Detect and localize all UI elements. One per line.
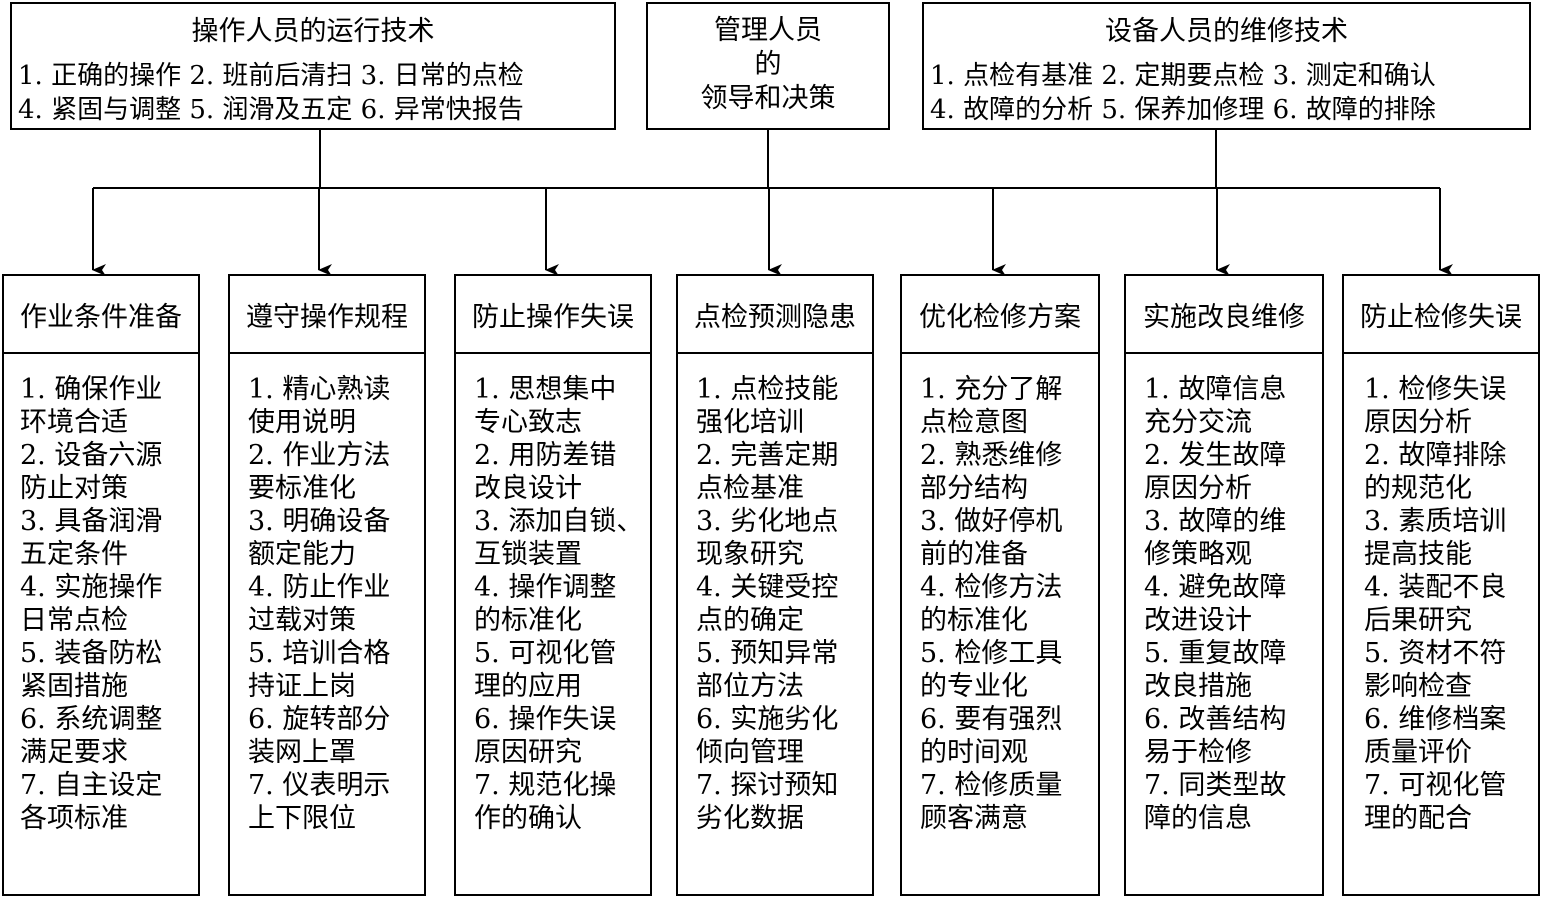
list-item: 3. 劣化地点 现象研究 [696,506,839,570]
list-item: 6. 系统调整 满足要求 [20,704,163,768]
list-item: 4. 避免故障 改进设计 [1144,572,1287,636]
list-item: 1. 故障信息 充分交流 [1144,374,1287,438]
column-inspection-hazards: 点检预测隐患 1. 点检技能 强化培训 2. 完善定期 点检基准 3. 劣化地点… [676,274,874,896]
list-item: 3. 具备润滑 五定条件 [20,506,163,570]
management-box: 管理人员 的 领导和决策 [646,2,890,130]
list-item: 5. 资材不符 影响检查 [1364,638,1507,702]
list-item: 6. 实施劣化 倾向管理 [696,704,839,768]
list-item: 2. 完善定期 点检基准 [696,440,839,504]
list-item: 4. 检修方法 的标准化 [920,572,1063,636]
column-header: 优化检修方案 [902,276,1098,354]
list-item: 3. 素质培训 提高技能 [1364,506,1507,570]
list-item: 1. 充分了解 点检意图 [920,374,1063,438]
operators-box: 操作人员的运行技术 1. 正确的操作 2. 班前后清扫 3. 日常的点检 4. … [10,2,616,130]
maintenance-title: 设备人员的维修技术 [1105,16,1348,47]
list-item: 4. 实施操作 日常点检 [20,572,163,636]
maintenance-line-2: 4. 故障的分析 5. 保养加修理 6. 故障的排除 [930,95,1436,125]
list-item: 2. 设备六源 防止对策 [20,440,163,504]
list-item: 4. 装配不良 后果研究 [1364,572,1507,636]
list-item: 2. 故障排除 的规范化 [1364,440,1507,504]
list-item: 6. 维修档案 质量评价 [1364,704,1507,768]
column-header: 实施改良维修 [1126,276,1322,354]
list-item: 2. 熟悉维修 部分结构 [920,440,1063,504]
list-item: 7. 自主设定 各项标准 [20,770,163,834]
list-item: 2. 用防差错 改良设计 [474,440,617,504]
list-item: 2. 发生故障 原因分析 [1144,440,1287,504]
management-line-1: 管理人员 [714,15,822,46]
column-header: 防止操作失误 [456,276,650,354]
column-header: 作业条件准备 [4,276,198,354]
list-item: 5. 装备防松 紧固措施 [20,638,163,702]
list-item: 1. 点检技能 强化培训 [696,374,839,438]
column-operating-rules: 遵守操作规程 1. 精心熟读 使用说明 2. 作业方法 要标准化 3. 明确设备… [228,274,426,896]
list-item: 5. 重复故障 改良措施 [1144,638,1287,702]
column-header: 点检预测隐患 [678,276,872,354]
list-item: 3. 做好停机 前的准备 [920,506,1063,570]
management-line-2: 的 [754,49,782,80]
column-prevent-operation-errors: 防止操作失误 1. 思想集中 专心致志 2. 用防差错 改良设计 3. 添加自锁… [454,274,652,896]
operators-line-2: 4. 紧固与调整 5. 润滑及五定 6. 异常快报告 [18,95,524,125]
list-item: 1. 确保作业 环境合适 [20,374,163,438]
column-optimize-overhaul: 优化检修方案 1. 充分了解 点检意图 2. 熟悉维修 部分结构 3. 做好停机… [900,274,1100,896]
list-item: 7. 检修质量 顾客满意 [920,770,1063,834]
list-item: 6. 旋转部分 装网上罩 [248,704,391,768]
list-item: 3. 明确设备 额定能力 [248,506,391,570]
operators-title: 操作人员的运行技术 [191,16,435,47]
column-header: 防止检修失误 [1344,276,1538,354]
list-item: 7. 同类型故 障的信息 [1144,770,1287,834]
maintenance-line-1: 1. 点检有基准 2. 定期要点检 3. 测定和确认 [930,61,1436,91]
list-item: 1. 检修失误 原因分析 [1364,374,1507,438]
management-line-3: 领导和决策 [700,83,836,114]
list-item: 1. 思想集中 专心致志 [474,374,617,438]
list-item: 6. 操作失误 原因研究 [474,704,617,768]
list-item: 5. 可视化管 理的应用 [474,638,617,702]
list-item: 4. 关键受控 点的确定 [696,572,839,636]
column-prevent-overhaul-errors: 防止检修失误 1. 检修失误 原因分析 2. 故障排除 的规范化 3. 素质培训… [1342,274,1540,896]
list-item: 7. 可视化管 理的配合 [1364,770,1507,834]
list-item: 4. 操作调整 的标准化 [474,572,617,636]
list-item: 5. 预知异常 部位方法 [696,638,839,702]
list-item: 7. 规范化操 作的确认 [474,770,617,834]
list-item: 7. 探讨预知 劣化数据 [696,770,839,834]
list-item: 7. 仪表明示 上下限位 [248,770,391,834]
list-item: 3. 故障的维 修策略观 [1144,506,1287,570]
column-work-conditions: 作业条件准备 1. 确保作业 环境合适 2. 设备六源 防止对策 3. 具备润滑… [2,274,200,896]
column-header: 遵守操作规程 [230,276,424,354]
list-item: 2. 作业方法 要标准化 [248,440,391,504]
list-item: 4. 防止作业 过载对策 [248,572,391,636]
list-item: 6. 改善结构 易于检修 [1144,704,1287,768]
maintenance-box: 设备人员的维修技术 1. 点检有基准 2. 定期要点检 3. 测定和确认 4. … [922,2,1531,130]
list-item: 3. 添加自锁、 互锁装置 [474,506,644,570]
list-item: 5. 培训合格 持证上岗 [248,638,391,702]
operators-line-1: 1. 正确的操作 2. 班前后清扫 3. 日常的点检 [18,61,524,91]
list-item: 6. 要有强烈 的时间观 [920,704,1063,768]
list-item: 5. 检修工具 的专业化 [920,638,1063,702]
list-item: 1. 精心熟读 使用说明 [248,374,391,438]
column-improvement-maintenance: 实施改良维修 1. 故障信息 充分交流 2. 发生故障 原因分析 3. 故障的维… [1124,274,1324,896]
